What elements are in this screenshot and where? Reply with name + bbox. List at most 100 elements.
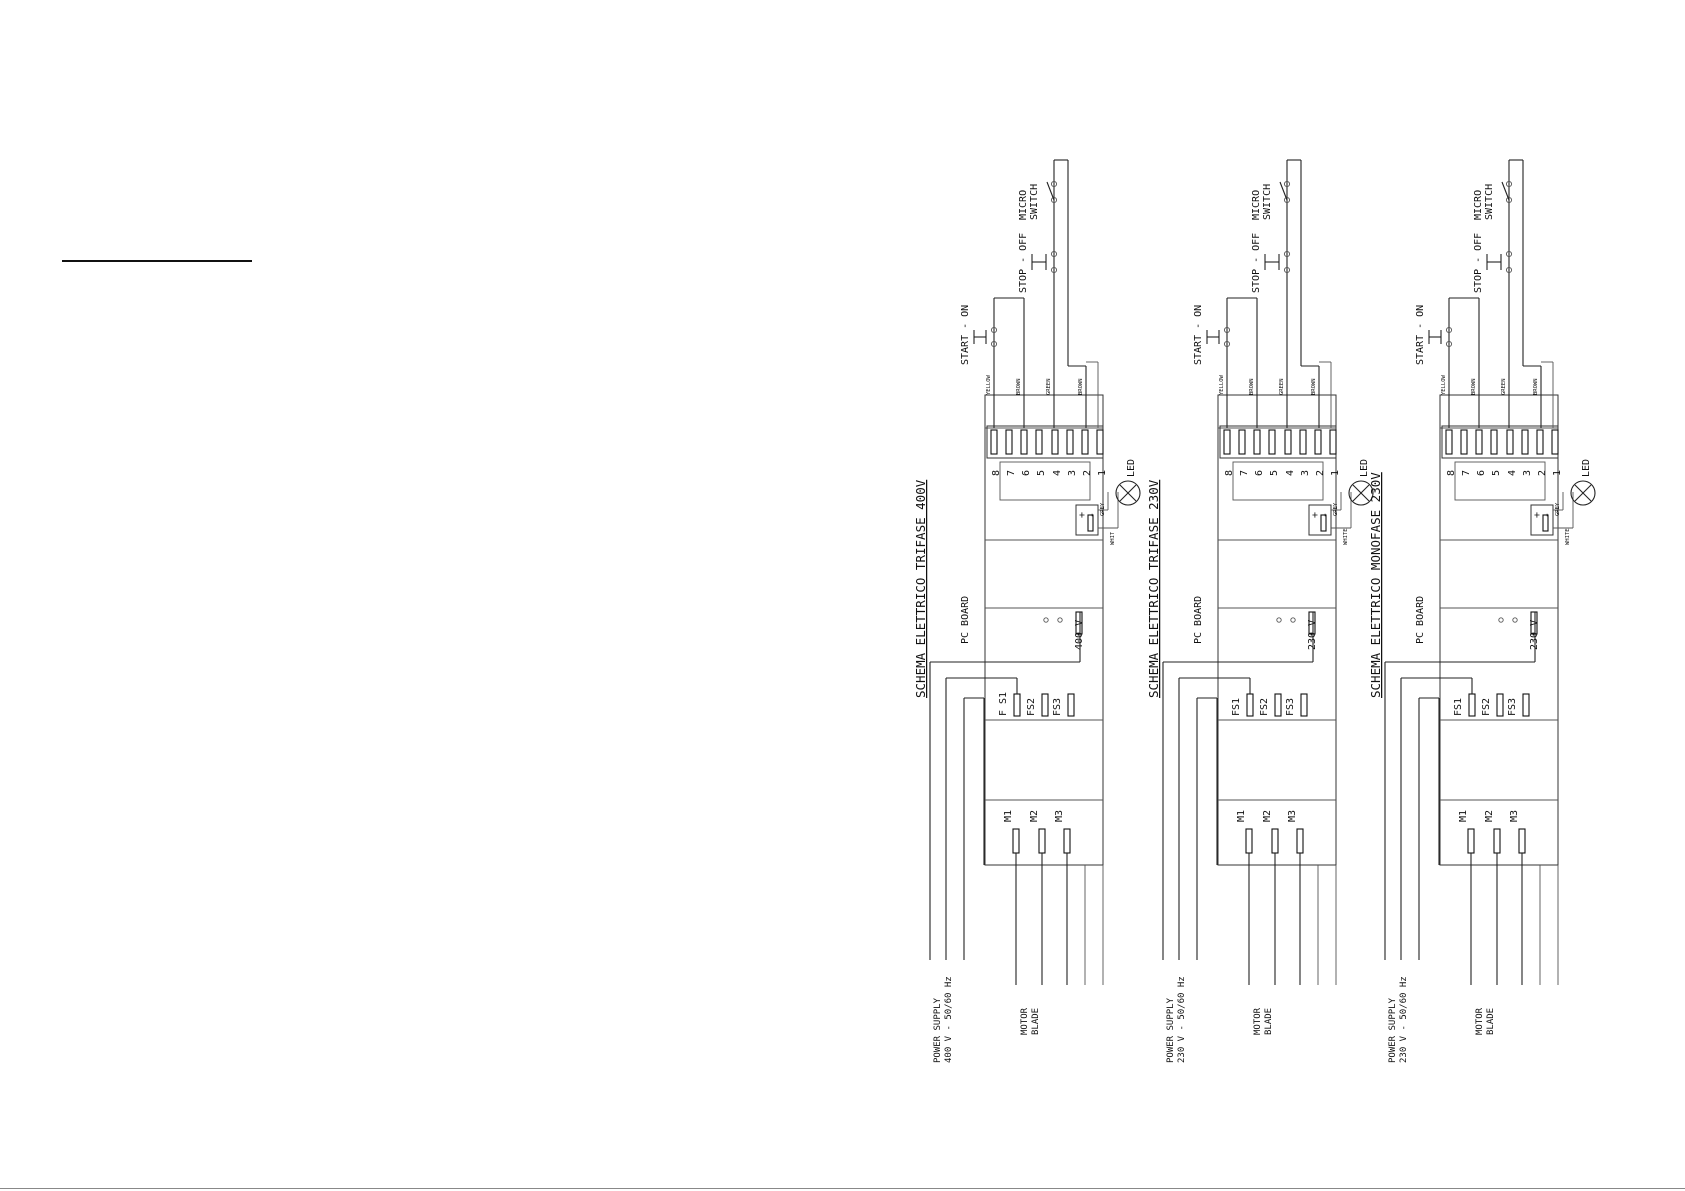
terminal-number-box [999,461,1091,501]
start-on-label: START - ON [1415,305,1426,365]
micro-lever [1046,181,1055,201]
wire-color-label: BROWN [1311,378,1317,395]
power-supply-voltage: 400 V - 50/60 Hz [944,976,954,1063]
fuse [1246,693,1254,717]
motor-pin-label: M1 [1003,810,1014,822]
fuse-label: FS3 [1507,698,1518,716]
terminal-number: 2 [1537,470,1548,476]
wire-color-label: BROWN [1016,378,1022,395]
led-plus: + [1077,512,1088,518]
motor-label: MOTOR [1253,1007,1263,1035]
motor-pin-label: M2 [1262,810,1273,822]
led-wire-label-white: WHIT [1110,531,1116,545]
led-lamp [1348,480,1374,506]
micro-contact [1505,196,1513,204]
terminal-number: 8 [991,470,1002,476]
terminal-pin [1253,429,1261,455]
voltage-jumper [1308,611,1316,635]
stop-off-label: STOP - OFF [1473,233,1484,293]
fuse [1067,693,1075,717]
terminal-number: 3 [1067,470,1078,476]
wire-color-label: BROWN [1078,378,1084,395]
micro-label: MICRO [1018,190,1029,220]
micro-label: MICRO [1251,190,1262,220]
motor-terminal [1012,828,1020,854]
motor-pin-label: M1 [1236,810,1247,822]
terminal-pin [1521,429,1529,455]
led-minus: - [1542,512,1553,518]
start-contact [990,340,998,348]
terminal-pin [1506,429,1514,455]
motor-label: MOTOR [1020,1007,1030,1035]
led-connector [1075,504,1099,536]
blade-label: BLADE [1264,1008,1274,1035]
motor-terminal [1518,828,1526,854]
pc-board-label: PC BOARD [960,596,971,644]
stop-off-label: STOP - OFF [1251,233,1262,293]
wire-color-label: BROWN [1533,378,1539,395]
pc-board-label: PC BOARD [1193,596,1204,644]
wire-color-label: YELLOW [986,374,992,395]
terminal-number: 8 [1446,470,1457,476]
led-label: LED [1581,459,1592,477]
terminal-number: 6 [1021,470,1032,476]
schema-title: SCHEMA ELETTRICO TRIFASE 400V [913,479,928,698]
terminal-pin [1284,429,1292,455]
motor-pin-label: M2 [1029,810,1040,822]
led-plus: + [1532,512,1543,518]
terminal-number: 1 [1552,470,1563,476]
fuse-label: FS3 [1052,698,1063,716]
fuse-label: FS2 [1026,698,1037,716]
motor-terminal [1038,828,1046,854]
motor-terminal [1296,828,1304,854]
motor-terminal [1245,828,1253,854]
led-lamp-cross [1574,484,1592,502]
motor-pin-label: M1 [1458,810,1469,822]
terminal-number: 7 [1006,470,1017,476]
motor-terminal [1063,828,1071,854]
start-contact [1223,326,1231,334]
terminal-number: 4 [1285,470,1296,476]
wire-color-label: GREEN [1279,378,1285,395]
stop-contact [1505,250,1513,258]
start-on-label: START - ON [1193,305,1204,365]
fuse-label: FS1 [1231,698,1242,716]
terminal-pin [1268,429,1276,455]
voltage-jumper [1530,611,1538,635]
terminal-pin [1051,429,1059,455]
power-supply-voltage: 230 V - 50/60 Hz [1399,976,1409,1063]
terminal-pin [1299,429,1307,455]
terminal-pin [1445,429,1453,455]
voltage-contact [1498,617,1504,623]
terminal-pin [1035,429,1043,455]
fuse [1300,693,1308,717]
motor-pin-label: M3 [1287,810,1298,822]
micro-lever [1501,181,1510,201]
led-minus: - [1087,512,1098,518]
led-connector [1308,504,1332,536]
led-wire-label-white: WHITE [1565,528,1571,545]
terminal-pin [1238,429,1246,455]
terminal-number: 3 [1522,470,1533,476]
fuse-label: FS2 [1481,698,1492,716]
fuse-label: FS3 [1285,698,1296,716]
start-contact [990,326,998,334]
terminal-pin [1314,429,1322,455]
micro-label: MICRO [1473,190,1484,220]
blade-label: BLADE [1486,1008,1496,1035]
switch-label: SWITCH [1262,184,1273,220]
terminal-number: 4 [1507,470,1518,476]
led-plus: + [1310,512,1321,518]
schema-title: SCHEMA ELETTRICO MONOFASE 230V [1368,472,1383,698]
terminal-number-box [1454,461,1546,501]
motor-pin-label: M3 [1054,810,1065,822]
terminal-number: 2 [1082,470,1093,476]
led-pin [1320,514,1327,532]
switch-label: SWITCH [1484,184,1495,220]
terminal-number: 6 [1476,470,1487,476]
pc-board-label: PC BOARD [1415,596,1426,644]
wire-color-label: BROWN [1471,378,1477,395]
